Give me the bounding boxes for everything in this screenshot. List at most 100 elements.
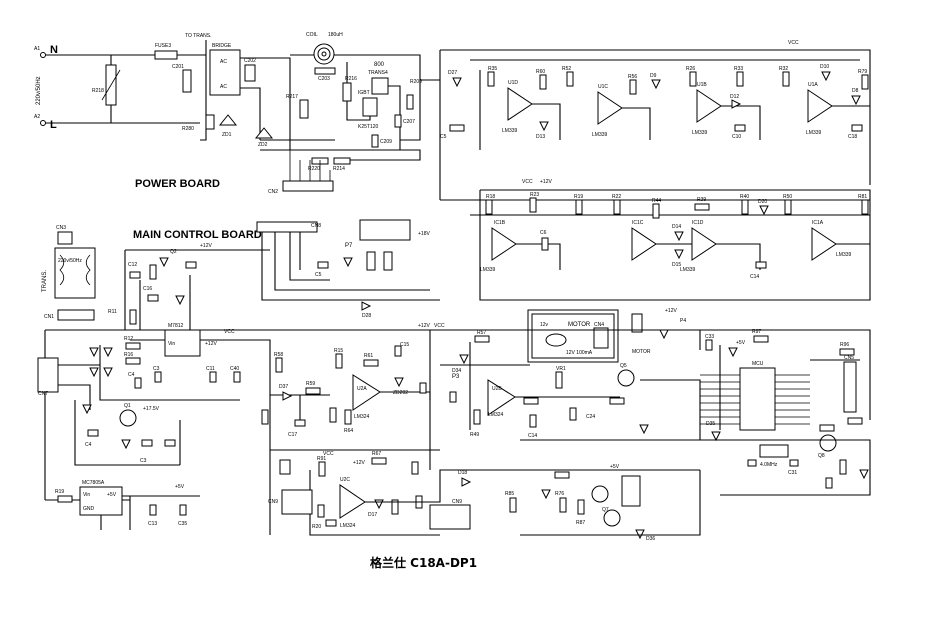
c202-label: C202	[244, 58, 256, 64]
pb-main-wire	[177, 40, 207, 141]
ic1d-label: IC1D	[692, 220, 704, 226]
motor-symbol	[545, 333, 567, 347]
to-trans-label: TO TRANS.	[185, 33, 212, 39]
mc7805-gnd: GND	[83, 506, 95, 512]
c207-label: C207	[403, 119, 415, 125]
resistor-r85	[819, 424, 835, 432]
cn7-connector	[37, 357, 59, 393]
mcu-wires	[700, 329, 871, 430]
u2b-part: LM324	[488, 412, 504, 418]
resistor-r75	[847, 417, 863, 425]
cn5-label: CN5	[844, 355, 854, 361]
resistor-r94	[577, 499, 585, 515]
vcc-mid2-label: VCC	[434, 323, 445, 329]
cn2-connector	[282, 180, 334, 192]
opamp-ic1c	[631, 227, 657, 261]
cn8-wires	[261, 232, 440, 301]
u2c-part: LM324	[340, 523, 356, 529]
resistor-r96	[753, 335, 769, 343]
r35-label: R35	[488, 66, 497, 72]
cap-c26	[449, 391, 457, 403]
opamp-u2c	[339, 484, 366, 519]
top-frame-wires	[439, 49, 871, 201]
resistor-r57	[473, 409, 481, 425]
pb-dc-bus	[240, 54, 345, 150]
ic1a-label: IC1A	[812, 220, 824, 226]
resistor-r40	[741, 199, 749, 215]
cap-c209	[371, 134, 379, 148]
mid-frame-wires	[470, 189, 871, 301]
vcc-top-label: VCC	[788, 40, 799, 46]
d30-label: D34	[452, 368, 461, 374]
r280-label: R218	[92, 88, 104, 94]
ic1b-label: IC1B	[494, 220, 506, 226]
r90-label: R76	[555, 491, 564, 497]
cap-c12	[734, 124, 746, 132]
p4-label: P4	[680, 318, 686, 324]
r94-label: R87	[576, 520, 585, 526]
resistor-r19	[575, 199, 583, 215]
opamp-ic1a	[811, 227, 837, 261]
cap-c21	[147, 294, 159, 302]
p12-mid2-label: +12V	[418, 323, 430, 329]
coil-value: 180uH	[328, 32, 343, 38]
r96-label: R97	[752, 329, 761, 335]
cap-c30	[747, 459, 757, 467]
zd201-label: ZD1	[222, 132, 232, 138]
c209-label: C209	[380, 139, 392, 145]
diode-d27	[452, 77, 462, 88]
c15-label: C13	[148, 521, 157, 527]
mc7805-vin: Vin	[83, 492, 90, 498]
r91-label: R96	[840, 342, 849, 348]
opamp-u1a	[807, 89, 833, 123]
cn4-label: CN4	[594, 322, 604, 328]
u1c-label: U1C	[598, 84, 608, 90]
cap-c35	[179, 504, 187, 516]
diode-d9	[851, 95, 861, 106]
trans4	[371, 77, 389, 95]
power-board: BRIDGE AC AC C201 C202 COIL 180uH C203 R…	[135, 32, 440, 195]
diode-d19	[759, 205, 769, 216]
p5-mcu-label: +5V	[736, 340, 746, 346]
r79-label: R79	[858, 69, 867, 75]
q8-label: Q8	[818, 453, 825, 459]
diode-d28	[361, 301, 372, 311]
r214-label: R209	[410, 79, 422, 85]
opamp-u1d	[507, 87, 533, 121]
motor-spec: 12V 100mA	[566, 350, 593, 356]
left-supply-wires-2	[58, 339, 271, 450]
mcu-label: MCU	[752, 361, 764, 367]
zener-zd5	[859, 469, 869, 480]
d12-label: D12	[730, 94, 739, 100]
resistor-r32	[782, 71, 790, 87]
mains-l-label: L	[50, 119, 57, 131]
cn2-label: CN2	[268, 189, 278, 195]
p5-left-label: +5V	[175, 484, 185, 490]
r22-label: R22	[612, 194, 621, 200]
resistor-r97	[474, 335, 490, 343]
c3-label: C4	[85, 442, 92, 448]
top-chain-wires	[479, 70, 870, 150]
r52-label: R52	[562, 66, 571, 72]
mid-comparator-chain: VCC +12V IC1B LM339 IC1C IC1D LM339 IC1A…	[470, 179, 871, 301]
p3-label: P3	[452, 374, 460, 380]
vcc-left-label: VCC	[224, 329, 235, 335]
d19-label: D20	[758, 199, 767, 205]
opamp-ic1b	[491, 227, 517, 261]
diode-d1	[89, 347, 99, 358]
p17-label: +17.5V	[143, 406, 160, 412]
diode-d36	[639, 424, 649, 435]
bridge-ac-bottom: AC	[220, 84, 227, 90]
diode-d10	[821, 71, 831, 82]
r209-label: R280	[182, 126, 194, 132]
igbt-label: IGBT	[358, 90, 370, 96]
c17-label: C14	[750, 274, 759, 280]
resistor-r13	[523, 397, 539, 405]
diode-d8	[651, 79, 661, 90]
cn9-connector	[281, 489, 313, 515]
opamp-ic1d	[691, 227, 717, 261]
r18-label: R18	[486, 194, 495, 200]
r15-label: R16	[124, 352, 133, 358]
top-comparator-chain: VCC U1D LM339 U1C LM339 U1B LM339 U1A LM…	[439, 40, 871, 201]
fuse3-label: FUSE3	[155, 43, 171, 49]
